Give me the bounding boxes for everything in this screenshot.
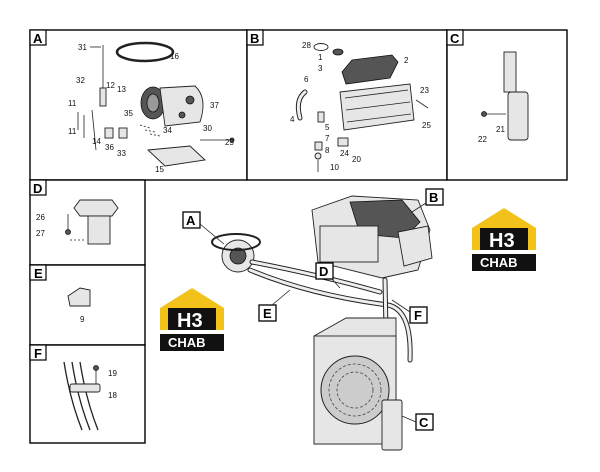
panel-d-tag: D [29, 179, 47, 196]
receiver-drier-icon [507, 91, 529, 141]
svg-text:21: 21 [496, 125, 505, 134]
svg-text:A: A [186, 213, 196, 228]
svg-text:2: 2 [404, 56, 409, 65]
svg-text:9: 9 [80, 315, 85, 324]
evaporator-housing-icon [339, 83, 415, 131]
panel-f-tag: F [29, 344, 47, 361]
svg-text:8: 8 [325, 146, 330, 155]
svg-text:11: 11 [68, 127, 77, 136]
svg-text:14: 14 [92, 137, 101, 146]
svg-text:20: 20 [352, 155, 361, 164]
svg-text:C: C [419, 415, 429, 430]
drier-icon [381, 399, 403, 451]
svg-text:H3: H3 [489, 230, 515, 252]
panel-e-tag: E [29, 264, 47, 281]
overview-tag-a: A [182, 211, 225, 245]
panel-a-tag: A [29, 29, 47, 46]
panel-c-callouts: 22 21 [478, 125, 505, 144]
svg-text:31: 31 [78, 43, 87, 52]
svg-text:E: E [263, 306, 272, 321]
svg-text:B: B [429, 190, 438, 205]
svg-text:33: 33 [117, 149, 126, 158]
svg-text:26: 26 [36, 213, 45, 222]
panel-d-frame [29, 179, 146, 266]
svg-text:7: 7 [325, 134, 330, 143]
svg-text:5: 5 [325, 123, 330, 132]
panel-a-callouts: 31 16 32 12 13 11 35 37 11 34 30 14 36 3… [68, 43, 234, 174]
overview-tag-f: F [391, 299, 428, 324]
panel-b-tag: B [246, 29, 264, 46]
panel-a-frame [29, 29, 248, 181]
svg-text:F: F [34, 346, 42, 361]
svg-text:16: 16 [170, 52, 179, 61]
overview-tag-d: D [315, 262, 341, 289]
panel-f-callouts: 19 18 [108, 369, 117, 400]
svg-text:34: 34 [163, 126, 172, 135]
svg-text:6: 6 [304, 75, 309, 84]
svg-text:19: 19 [108, 369, 117, 378]
panel-d-callouts: 26 27 [36, 213, 45, 238]
svg-text:24: 24 [340, 149, 349, 158]
clamp-bracket-icon [67, 287, 91, 307]
panel-b-drawing [295, 43, 429, 172]
compressor-body-icon [159, 85, 204, 127]
panel-f-frame [29, 344, 146, 444]
svg-text:15: 15 [155, 165, 164, 174]
svg-text:12: 12 [106, 81, 115, 90]
svg-text:37: 37 [210, 101, 219, 110]
svg-text:23: 23 [420, 86, 429, 95]
belt-icon [115, 41, 175, 63]
bracket-icon [503, 51, 517, 93]
svg-text:35: 35 [124, 109, 133, 118]
overview-tag-e: E [258, 289, 291, 322]
overview-assembly [211, 195, 433, 451]
panel-e-drawing [67, 287, 91, 307]
svg-text:4: 4 [290, 115, 295, 124]
brand-logo-right: H3 CHAB [472, 208, 536, 271]
hose-clip-icon [69, 383, 101, 393]
svg-text:D: D [319, 264, 328, 279]
panel-e-callouts: 9 [80, 315, 85, 324]
svg-text:CHAB: CHAB [168, 335, 206, 350]
panel-f-drawing [63, 361, 101, 431]
svg-text:F: F [414, 308, 422, 323]
svg-text:E: E [34, 266, 43, 281]
svg-text:CHAB: CHAB [480, 255, 518, 270]
svg-text:A: A [33, 31, 43, 46]
svg-text:C: C [450, 31, 460, 46]
evaporator-cover-icon [341, 54, 399, 85]
svg-text:27: 27 [36, 229, 45, 238]
svg-text:D: D [33, 181, 42, 196]
panel-b-callouts: 28 1 2 3 6 23 4 5 25 7 24 8 20 10 [290, 41, 431, 172]
svg-text:H3: H3 [177, 310, 203, 332]
svg-text:36: 36 [105, 143, 114, 152]
svg-text:30: 30 [203, 124, 212, 133]
svg-text:29: 29 [225, 138, 234, 147]
svg-text:28: 28 [302, 41, 311, 50]
svg-text:1: 1 [318, 53, 323, 62]
panel-c-tag: C [446, 29, 464, 46]
svg-text:B: B [250, 31, 259, 46]
panel-a-drawing [77, 41, 235, 167]
brand-logo-left: H3 CHAB [160, 288, 224, 351]
svg-text:13: 13 [117, 85, 126, 94]
svg-text:11: 11 [68, 99, 77, 108]
valve-body-icon [87, 215, 111, 245]
svg-text:25: 25 [422, 121, 431, 130]
overview-tag-c: C [401, 413, 434, 431]
svg-text:22: 22 [478, 135, 487, 144]
svg-text:10: 10 [330, 163, 339, 172]
overview-tag-b: B [411, 188, 444, 213]
svg-text:3: 3 [318, 64, 323, 73]
svg-text:18: 18 [108, 391, 117, 400]
svg-text:32: 32 [76, 76, 85, 85]
panel-d-drawing [65, 199, 119, 245]
panel-c-drawing [481, 51, 529, 141]
